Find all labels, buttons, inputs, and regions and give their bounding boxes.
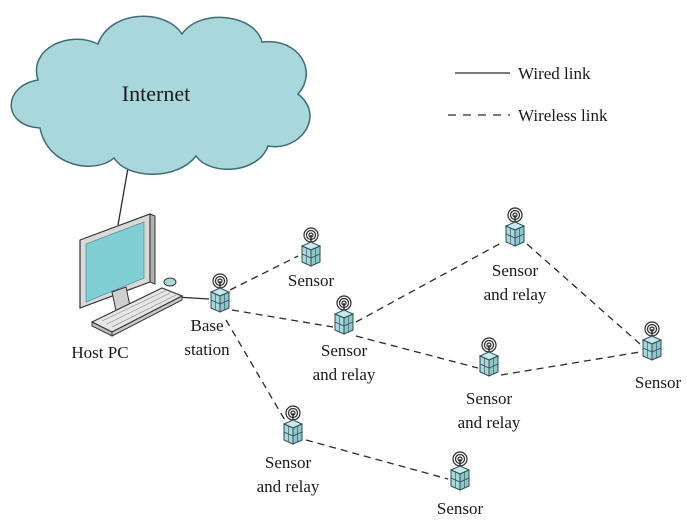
host-pc: Host PC bbox=[71, 213, 184, 362]
node-label-line2: and relay bbox=[484, 285, 547, 304]
wireless-link-relay-bottom-left-sensor-bottom bbox=[305, 439, 449, 480]
legend-wired-label: Wired link bbox=[518, 64, 591, 83]
node-label-line1: Sensor bbox=[466, 389, 513, 408]
node-relay-middle: Sensor and relay bbox=[313, 295, 376, 384]
wireless-link-relay-top-right-sensor-right bbox=[526, 243, 641, 345]
node-label-line1: Sensor bbox=[492, 261, 539, 280]
node-sensor-bottom: Sensor bbox=[437, 451, 484, 518]
legend-wireless-label: Wireless link bbox=[518, 106, 608, 125]
node-relay-top-right: Sensor and relay bbox=[484, 207, 547, 304]
node-label-line2: and relay bbox=[458, 413, 521, 432]
node-label-line1: Sensor bbox=[321, 341, 368, 360]
wireless-link-base-sensor-top bbox=[229, 255, 299, 291]
sensor-relay-icon bbox=[505, 207, 525, 247]
node-label-line1: Sensor bbox=[635, 373, 682, 392]
node-relay-middle-right: Sensor and relay bbox=[458, 337, 521, 432]
base-station-label-line2: station bbox=[184, 340, 230, 359]
node-sensor-top: Sensor bbox=[288, 227, 335, 290]
node-label-line1: Sensor bbox=[437, 499, 484, 518]
host-pc-label: Host PC bbox=[71, 343, 128, 362]
node-label-line1: Sensor bbox=[265, 453, 312, 472]
sensor-relay-icon bbox=[479, 337, 499, 377]
node-label-line2: and relay bbox=[257, 477, 320, 496]
wireless-link-base-relay-middle bbox=[231, 309, 334, 328]
wireless-link-base-relay-bottom-left bbox=[225, 319, 287, 423]
sensor-relay-icon bbox=[334, 295, 354, 335]
sensor-relay-icon bbox=[283, 405, 303, 445]
sensor-icon bbox=[301, 227, 321, 267]
base-station-antenna-icon bbox=[210, 273, 230, 313]
internet-cloud: Internet bbox=[10, 15, 311, 175]
wireless-links bbox=[225, 241, 641, 480]
node-sensor-right: Sensor bbox=[635, 321, 682, 392]
legend: Wired link Wireless link bbox=[448, 64, 608, 125]
wireless-link-relay-middle-relay-middle-right bbox=[355, 335, 479, 369]
wired-link-cloud-host bbox=[117, 167, 129, 226]
base-station: Base station bbox=[184, 273, 230, 359]
base-station-label-line1: Base bbox=[190, 316, 223, 335]
node-relay-bottom-left: Sensor and relay bbox=[257, 405, 320, 496]
sensor-icon bbox=[642, 321, 662, 361]
internet-label: Internet bbox=[122, 81, 190, 106]
sensor-icon bbox=[450, 451, 470, 491]
node-label-line1: Sensor bbox=[288, 271, 335, 290]
wireless-link-relay-middle-right-sensor-right bbox=[500, 351, 641, 376]
wireless-link-relay-middle-relay-top-right bbox=[355, 241, 504, 323]
node-label-line2: and relay bbox=[313, 365, 376, 384]
